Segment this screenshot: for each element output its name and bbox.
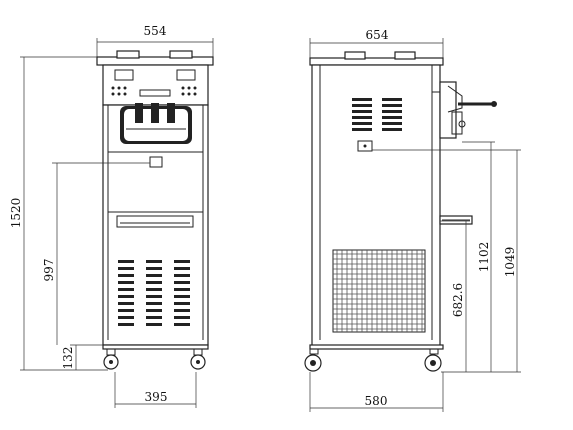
side-base-width-label: 580 — [365, 394, 388, 408]
side-right-caster — [424, 348, 442, 372]
front-right-caster — [190, 348, 206, 370]
condenser-grill-mesh — [333, 250, 425, 332]
front-height-caster-label: 132 — [61, 347, 75, 370]
side-top-width-label: 654 — [366, 28, 389, 42]
front-left-caster — [103, 348, 119, 370]
side-height-682-label: 682.6 — [451, 283, 465, 317]
side-louver-grill — [352, 98, 402, 131]
front-top-width-label: 554 — [144, 24, 167, 38]
front-louver-grill — [118, 260, 190, 326]
side-view: 654 — [304, 28, 521, 412]
front-base-width-label: 395 — [145, 390, 168, 404]
front-view: 554 — [9, 24, 214, 408]
front-height-lower-label: 997 — [42, 259, 56, 282]
side-height-1049-label: 1049 — [503, 247, 517, 278]
side-height-1102-label: 1102 — [477, 242, 491, 273]
side-left-caster — [304, 348, 322, 372]
front-height-total-label: 1520 — [9, 198, 23, 229]
